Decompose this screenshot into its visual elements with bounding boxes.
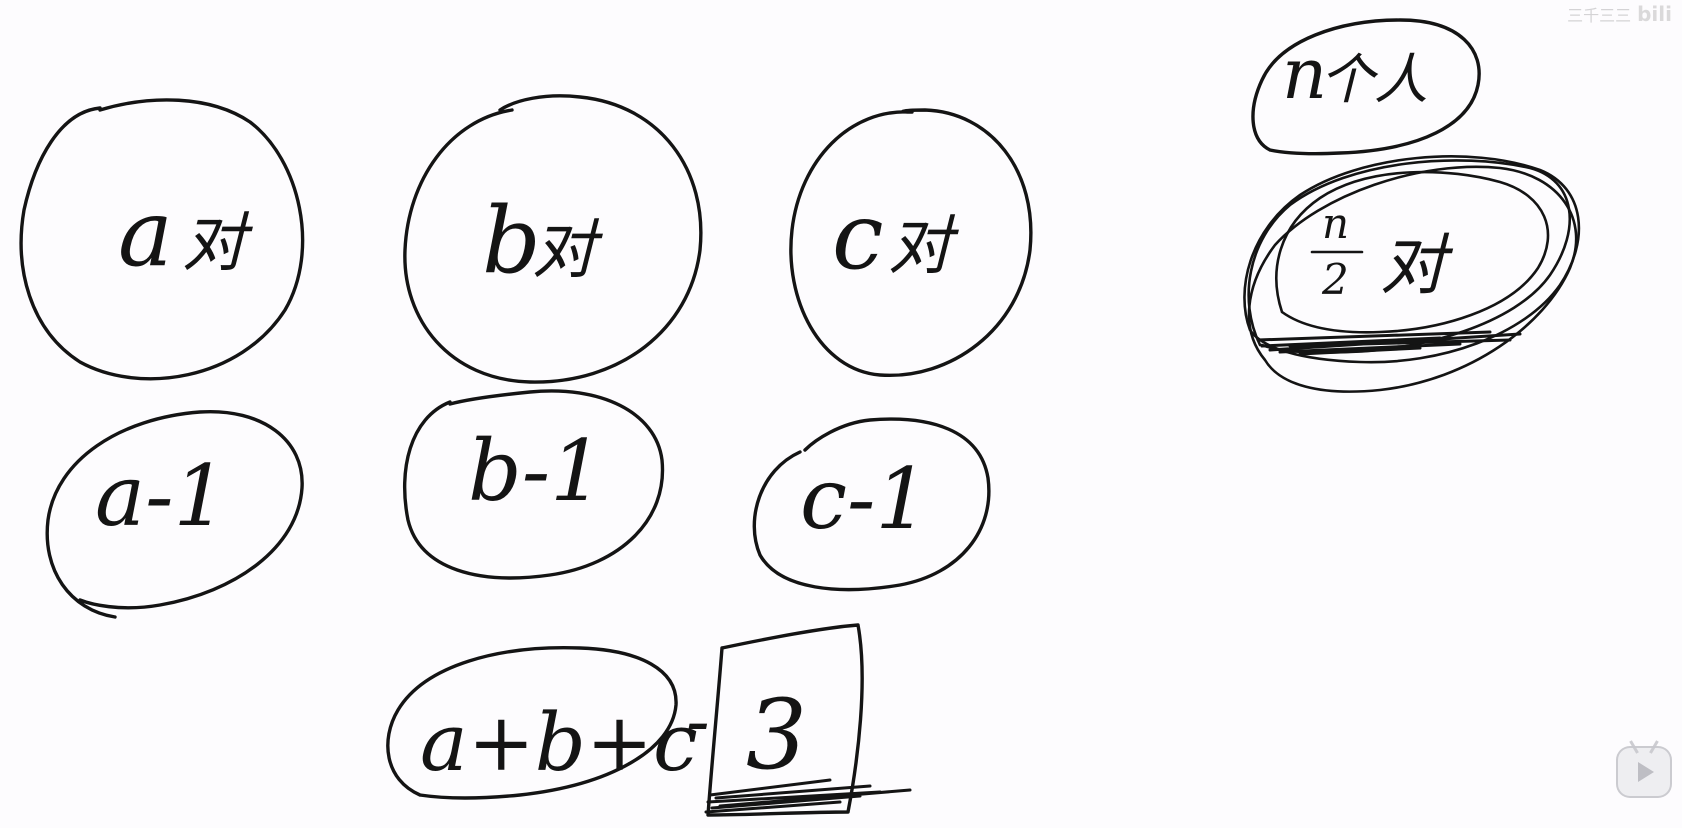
play-icon <box>1638 762 1654 782</box>
oval-c-minus-1: c-1 <box>752 417 991 592</box>
boxed-number-3: 3 <box>704 623 912 817</box>
minus-sign: - <box>686 680 710 762</box>
fraction-denominator: 2 <box>1321 255 1349 304</box>
oval-c-minus-1-text: c-1 <box>800 450 929 548</box>
oval-a-minus-1: a-1 <box>45 410 304 619</box>
circle-c-char: 对 <box>888 210 959 284</box>
bilibili-play-button[interactable] <box>1616 746 1672 798</box>
circle-b-pairs: b 对 <box>403 94 703 384</box>
n-half-pairs-char: 对 <box>1380 227 1454 304</box>
circle-c-pairs: c 对 <box>789 108 1033 377</box>
sum-oval: a+b+c <box>386 646 698 800</box>
circle-a-char: 对 <box>182 207 253 281</box>
boxed-number-text: 3 <box>746 679 807 791</box>
fraction-numerator: n <box>1322 199 1349 248</box>
circle-c-letter: c <box>832 183 884 290</box>
n-people-chars: 个人 <box>1320 48 1428 111</box>
circle-a-pairs: a 对 <box>19 98 305 381</box>
circle-a-letter: a <box>118 180 173 287</box>
oval-n-people: n 个人 <box>1251 18 1481 156</box>
circle-b-letter: b <box>482 187 541 294</box>
oval-b-minus-1-text: b-1 <box>468 422 604 520</box>
n-people-letter: n <box>1282 33 1327 115</box>
oval-b-minus-1: b-1 <box>402 389 665 580</box>
oval-a-minus-1-text: a-1 <box>95 447 227 545</box>
circled-n-half-pairs: n 2 对 <box>1243 155 1581 393</box>
circle-b-char: 对 <box>532 214 603 288</box>
sum-expression-text: a+b+c <box>420 696 698 789</box>
